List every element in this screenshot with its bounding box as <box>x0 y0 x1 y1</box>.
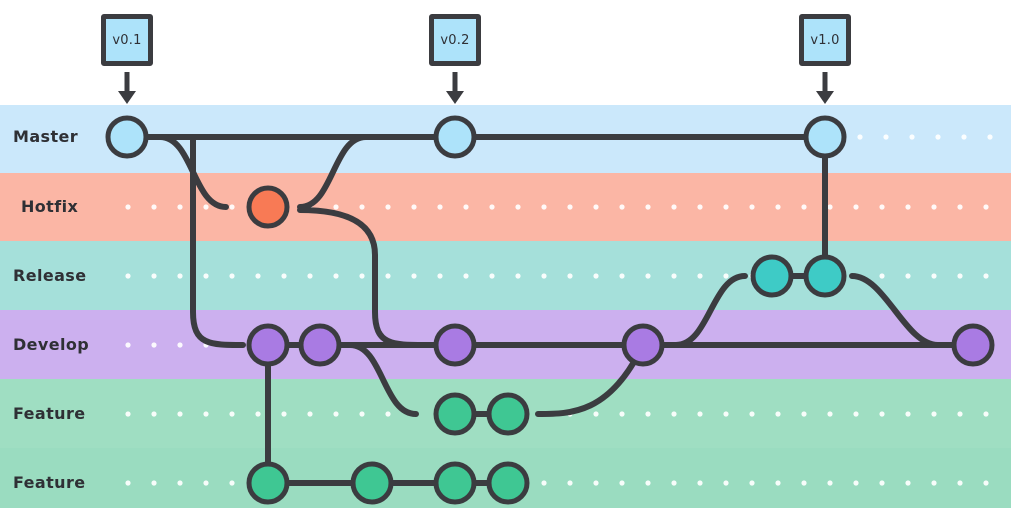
commit-node-master-c3[interactable] <box>803 115 847 159</box>
version-tag-v0-2[interactable]: v0.2 <box>429 14 481 66</box>
commit-node-hotfix-c1[interactable] <box>246 185 290 229</box>
tag-arrow-2 <box>816 72 834 104</box>
commit-node-develop-c5[interactable] <box>951 323 995 367</box>
commit-node-develop-c1[interactable] <box>246 323 290 367</box>
branch-line-feature1-to-develop <box>535 342 646 417</box>
lane-label-hotfix: Hotfix <box>21 197 79 216</box>
lane-label-develop: Develop <box>13 335 90 354</box>
commit-node-master-c2[interactable] <box>433 115 477 159</box>
version-tag-v0-1[interactable]: v0.1 <box>101 14 153 66</box>
commit-node-feature1-c2[interactable] <box>486 392 530 436</box>
commit-node-feature2-c3[interactable] <box>433 461 477 505</box>
commit-node-master-c1[interactable] <box>105 115 149 159</box>
commit-node-feature1-c1[interactable] <box>433 392 477 436</box>
lane-label-master: Master <box>13 127 79 146</box>
lane-label-feature2: Feature <box>13 473 86 492</box>
lane-label-release: Release <box>13 266 87 285</box>
version-tag-v1-0[interactable]: v1.0 <box>799 14 851 66</box>
lane-band-hotfix <box>0 173 1011 241</box>
branch-line-develop-to-feature1 <box>347 342 419 417</box>
tag-arrow-0 <box>118 72 136 104</box>
commit-node-release-c2[interactable] <box>803 254 847 298</box>
branch-line-master-to-develop <box>190 137 246 348</box>
branch-line-hotfix-to-master <box>297 134 369 210</box>
commit-node-feature2-c4[interactable] <box>486 461 530 505</box>
lane-dots-master <box>857 134 993 140</box>
commit-node-develop-c4[interactable] <box>621 323 665 367</box>
commit-node-feature2-c1[interactable] <box>246 461 290 505</box>
branch-line-develop-to-release <box>673 273 748 348</box>
lane-label-feature1: Feature <box>13 404 86 423</box>
branch-line-release-to-develop <box>849 273 941 348</box>
commit-node-develop-c2[interactable] <box>298 323 342 367</box>
commit-node-develop-c3[interactable] <box>433 323 477 367</box>
commit-node-release-c1[interactable] <box>750 254 794 298</box>
commit-node-feature2-c2[interactable] <box>350 461 394 505</box>
tag-arrow-1 <box>446 72 464 104</box>
